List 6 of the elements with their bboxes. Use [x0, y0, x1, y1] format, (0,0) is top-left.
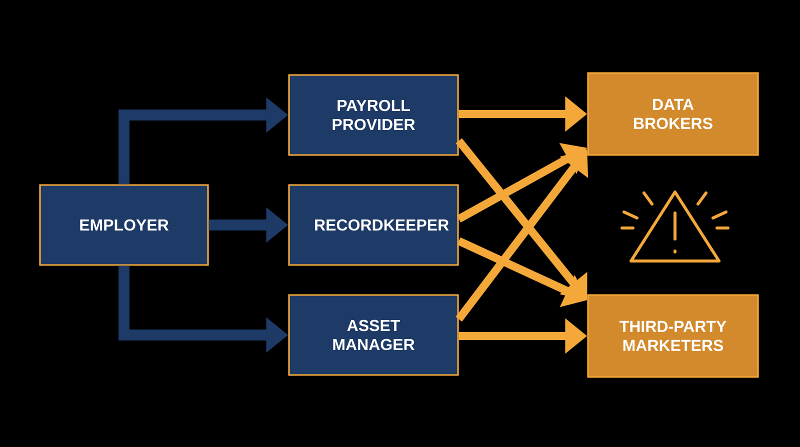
process-box: EMPLOYER: [39, 184, 209, 266]
process-box: ASSET MANAGER: [288, 294, 459, 376]
destination-box: THIRD-PARTY MARKETERS: [587, 294, 759, 378]
process-box: RECORDKEEPER: [288, 184, 459, 266]
destination-box: DATA BROKERS: [587, 72, 759, 156]
process-box: PAYROLL PROVIDER: [288, 74, 459, 156]
